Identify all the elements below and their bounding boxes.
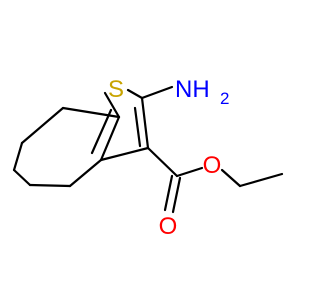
structure-canvas: S NH 2 O O <box>12 76 284 240</box>
bond-c5-c4 <box>28 183 72 188</box>
bond-c8a-c8 <box>61 106 121 119</box>
bond-c6-c5 <box>12 168 32 187</box>
bond-c8-c7 <box>20 106 65 145</box>
bond-c3a-c8a <box>99 115 121 162</box>
bond-c2-c3 <box>140 96 150 150</box>
bonds <box>12 85 284 214</box>
bond-s-c2 <box>126 88 144 100</box>
bond-ccarbonyl-o-double-b <box>171 176 182 214</box>
amine-label: NH <box>175 76 210 103</box>
bond-c3a-c8a-double <box>90 108 113 155</box>
amine-subscript: 2 <box>220 89 229 108</box>
bond-c2-c3-double <box>133 106 142 148</box>
molecule-diagram: S NH 2 O O <box>12 76 284 240</box>
bond-c3-c3a <box>99 146 150 162</box>
bond-c8a-s <box>103 91 121 119</box>
bond-ch2-ch3 <box>238 172 284 188</box>
ester-oxygen-label: O <box>203 152 222 179</box>
bond-c3-ccarbonyl <box>146 146 179 178</box>
bond-c2-n <box>140 85 174 100</box>
bond-ccarbonyl-o-double-a <box>163 174 174 212</box>
sulfur-atom-label: S <box>108 76 124 103</box>
bond-oester-ch2 <box>220 168 242 188</box>
bond-c7-c6 <box>12 141 24 172</box>
bond-ccarbonyl-oester <box>175 166 204 178</box>
carbonyl-oxygen-label: O <box>159 213 178 240</box>
bond-c4-c3a <box>68 158 103 188</box>
